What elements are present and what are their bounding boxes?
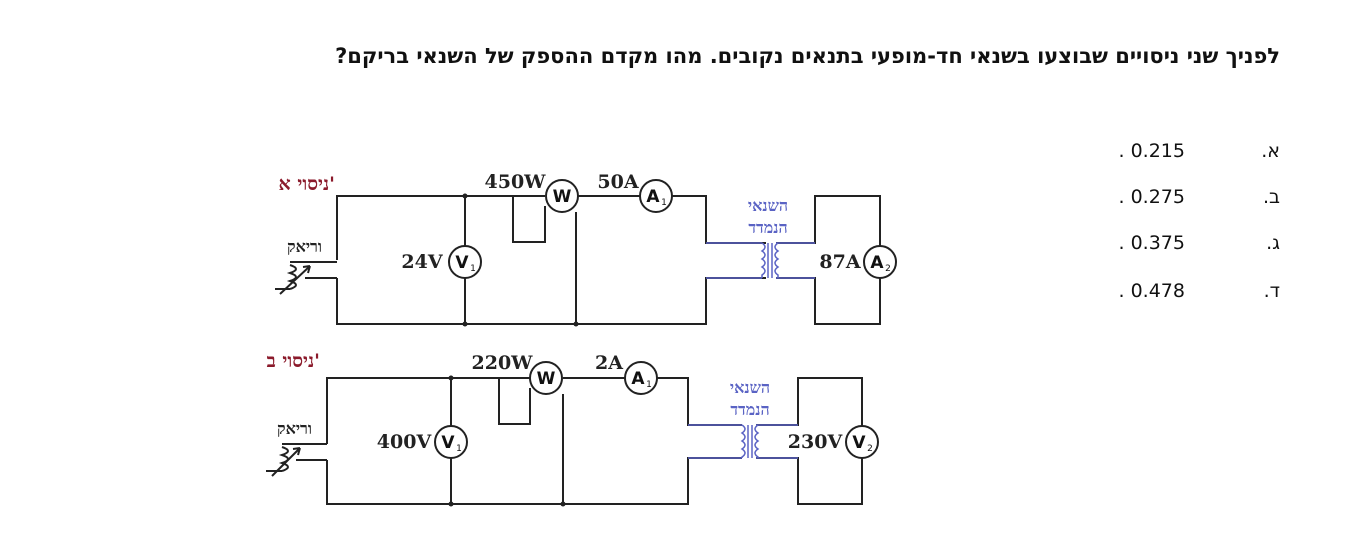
meter-subscript: 2 [867,444,873,454]
meter-symbol: W [553,187,572,207]
meter-symbol: A [631,369,645,389]
junction [448,501,454,507]
ammeter-a1-reading: 2A [595,352,623,374]
transformer-icon: השנאי הנמדד [688,378,798,459]
junction [462,193,468,199]
voltmeter-v1-icon [448,245,482,279]
meter-symbol: V [455,253,469,273]
ammeter-a1-icon [624,361,658,395]
wire [326,457,742,505]
wire [756,457,863,505]
wire [336,195,545,260]
option-letter: א. [1261,140,1280,162]
transformer-label-2: הנמדד [748,218,787,237]
option-value: . 0.215 [1118,140,1185,162]
option-letter: ג. [1266,232,1280,254]
meter-subscript: 1 [646,380,652,390]
ammeter-a2-icon [863,245,897,279]
option-c[interactable]: ג. . 0.375 [1080,232,1280,260]
variac-arrow-icon [279,265,311,295]
meter-subscript: 2 [885,264,891,274]
experiment-b-circuit: ניסוי ב' וריאק W 220W A 1 2A V 1 400V V … [266,350,879,507]
option-letter: ב. [1262,186,1280,208]
meter-symbol: W [537,369,556,389]
meter-symbol: V [852,433,866,453]
voltmeter-v1-reading: 400V [377,431,433,453]
wattmeter-reading: 220W [472,352,534,374]
meter-subscript: 1 [470,264,476,274]
junction [448,375,454,381]
wattmeter-icon [545,179,579,213]
meter-symbol: V [441,433,455,453]
option-value: . 0.275 [1118,186,1185,208]
option-letter: ד. [1263,280,1280,302]
option-a[interactable]: א. . 0.215 [1080,140,1280,168]
variac-label: וריאק [287,237,322,256]
option-b[interactable]: ב. . 0.275 [1080,186,1280,214]
ammeter-a1-icon [639,179,673,213]
wire [498,378,531,425]
transformer-label-1: השנאי [748,196,788,215]
exp-a-title: ניסוי א' [279,173,335,195]
wire [756,377,863,426]
wire [326,377,530,444]
wattmeter-icon [529,361,563,395]
exp-b-title: ניסוי ב' [267,350,320,372]
wire [512,196,546,243]
ammeter-a1-reading: 50A [597,171,638,193]
experiment-a-circuit: ניסוי א' וריאק W 450W A 1 50A V 1 24V A [275,171,897,327]
transformer-icon: השנאי הנמדד [706,196,815,279]
meter-subscript: 1 [661,198,667,208]
meter-subscript: 1 [456,444,462,454]
voltmeter-v2-reading: 230V [788,431,844,453]
wattmeter-reading: 450W [485,171,547,193]
variac-label: וריאק [277,419,312,438]
variac-arrow-icon [271,447,301,477]
junction [573,321,579,327]
transformer-label-2: הנמדד [730,400,769,419]
wire [336,277,766,325]
junction [462,321,468,327]
question-text: לפניך שני ניסויים שבוצעו בשנאי חד-מופעי … [335,44,1280,68]
voltmeter-v2-icon [845,425,879,459]
voltmeter-v1-reading: 24V [401,251,443,273]
ammeter-a2-reading: 87A [819,251,860,273]
variac-coil-icon [275,261,337,290]
wire [776,277,881,325]
option-value: . 0.375 [1118,232,1185,254]
option-value: . 0.478 [1118,280,1185,302]
option-d[interactable]: ד. . 0.478 [1080,280,1280,308]
meter-symbol: A [646,187,660,207]
wire [776,195,881,246]
meter-symbol: A [870,253,884,273]
voltmeter-v1-icon [434,425,468,459]
transformer-label-1: השנאי [730,378,770,397]
junction [560,501,566,507]
